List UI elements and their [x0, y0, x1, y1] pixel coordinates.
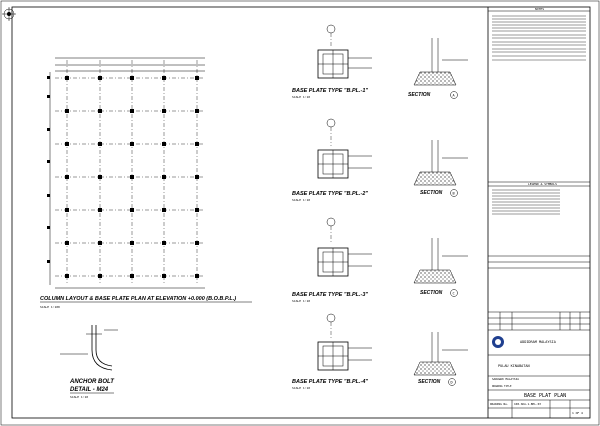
anchor-bolt-title-1: ANCHOR BOLT: [69, 379, 115, 385]
column-layout-plan: [47, 57, 205, 289]
column-plan-title: COLUMN LAYOUT & BASE PLATE PLAN AT ELEVA…: [40, 296, 236, 302]
section-a: [413, 38, 468, 86]
legend-header: LEGEND & SYMBOLS: [528, 182, 557, 186]
section-c: [413, 238, 468, 284]
section-id-b: B: [453, 192, 455, 196]
anchor-bolt-title-2: DETAIL - M24: [70, 387, 109, 393]
client-name: ADDIDRAM MALAYSIA: [520, 340, 557, 344]
section-label-b: SECTION: [420, 190, 443, 196]
base-plate-title-1: BASE PLATE TYPE "B.PL.-1": [292, 88, 368, 94]
base-plate-title-2: BASE PLATE TYPE "B.PL.-2": [292, 191, 368, 197]
column-plan-scale: SCALE 1:100: [40, 305, 60, 309]
section-id-c: C: [453, 292, 455, 296]
base-plate-scale-2: SCALE 1:10: [292, 198, 310, 202]
north-arrow-icon: [2, 7, 16, 21]
base-plate-scale-1: SCALE 1:10: [292, 95, 310, 99]
base-plate-scale-3: SCALE 1:10: [292, 299, 310, 303]
drawing-no: 108-SDA-1-BPL-03: [514, 402, 541, 406]
notes-header: NOTES: [535, 7, 544, 11]
base-plate-detail-2: [317, 118, 372, 179]
base-plate-title-4: BASE PLATE TYPE "B.PL.-4": [292, 379, 368, 385]
section-label-a: SECTION: [408, 92, 431, 98]
base-plate-scale-4: SCALE 1:10: [292, 386, 310, 390]
sheet-number: 1 OF 4: [572, 411, 583, 415]
anchor-bolt-scale: SCALE 1:10: [70, 395, 88, 399]
base-plate-title-3: BASE PLATE TYPE "B.PL.-3": [292, 292, 368, 298]
drawing-no-label: DRAWING No.: [490, 402, 509, 406]
section-label-c: SECTION: [420, 290, 443, 296]
section-id-d: D: [451, 381, 453, 385]
section-b: [413, 140, 468, 186]
drawing-title: BASE PLAT PLAN: [524, 393, 566, 399]
base-plate-detail-3: [317, 217, 372, 277]
base-plate-detail-4: [317, 313, 372, 371]
company-name: PULAU KINABATAN: [498, 364, 530, 368]
drawing-title-label: DRAWING TITLE: [492, 384, 512, 388]
base-plate-detail-1: [317, 24, 372, 79]
company-logo-icon: [492, 336, 504, 348]
project-name: SARAWAK MALAYSIA: [492, 377, 519, 381]
anchor-bolt-detail: [60, 325, 118, 371]
section-id-a: A: [453, 94, 456, 98]
section-d: [413, 332, 468, 376]
inner-border: [11, 6, 591, 419]
title-block: [488, 10, 590, 418]
section-label-d: SECTION: [418, 379, 441, 385]
